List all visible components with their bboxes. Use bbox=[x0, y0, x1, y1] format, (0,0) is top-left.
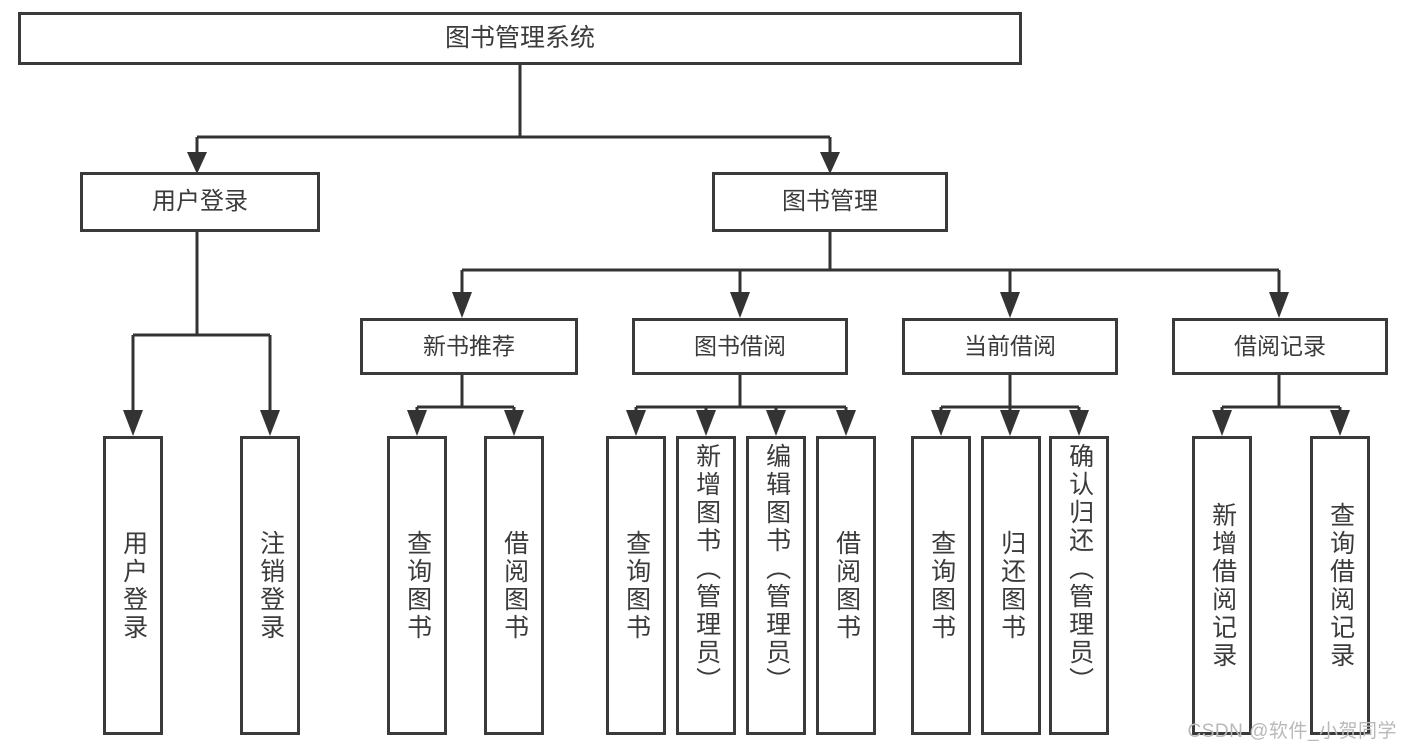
node-leaf-query-book-2-label: 查询图书 bbox=[622, 529, 651, 642]
node-leaf-query-book-3[interactable]: 查询图书 bbox=[911, 436, 971, 735]
node-leaf-borrow-book-1[interactable]: 借阅图书 bbox=[484, 436, 544, 735]
node-leaf-return-book-label: 归还图书 bbox=[997, 529, 1026, 642]
node-new-book-rec-label: 新书推荐 bbox=[423, 333, 515, 360]
node-user-login[interactable]: 用户登录 bbox=[80, 172, 320, 232]
node-leaf-query-record[interactable]: 查询借阅记录 bbox=[1310, 436, 1370, 735]
node-current-borrow-label: 当前借阅 bbox=[964, 333, 1056, 360]
node-leaf-user-logout[interactable]: 注销登录 bbox=[240, 436, 300, 735]
node-leaf-return-book[interactable]: 归还图书 bbox=[981, 436, 1041, 735]
node-leaf-edit-book-label: 编辑图书（管理员） bbox=[762, 443, 791, 695]
node-leaf-borrow-book-2-label: 借阅图书 bbox=[832, 529, 861, 642]
node-leaf-borrow-book-1-label: 借阅图书 bbox=[500, 529, 529, 642]
node-borrow-record-label: 借阅记录 bbox=[1234, 333, 1326, 360]
node-book-manage-label: 图书管理 bbox=[782, 188, 878, 215]
node-book-manage[interactable]: 图书管理 bbox=[712, 172, 948, 232]
node-leaf-confirm-return-label: 确认归还（管理员） bbox=[1065, 443, 1094, 695]
node-leaf-query-book-1[interactable]: 查询图书 bbox=[387, 436, 447, 735]
node-new-book-rec[interactable]: 新书推荐 bbox=[360, 318, 578, 375]
node-leaf-add-book[interactable]: 新增图书（管理员） bbox=[676, 436, 736, 735]
node-leaf-query-record-label: 查询借阅记录 bbox=[1326, 501, 1355, 670]
node-leaf-add-record-label: 新增借阅记录 bbox=[1208, 501, 1237, 670]
node-leaf-add-book-label: 新增图书（管理员） bbox=[692, 443, 721, 695]
node-leaf-user-login[interactable]: 用户登录 bbox=[103, 436, 163, 735]
node-leaf-confirm-return[interactable]: 确认归还（管理员） bbox=[1049, 436, 1109, 735]
node-root[interactable]: 图书管理系统 bbox=[18, 12, 1022, 65]
csdn-watermark: CSDN @软件_小贺同学 bbox=[1187, 721, 1397, 742]
node-user-login-label: 用户登录 bbox=[152, 188, 248, 215]
node-book-borrow-label: 图书借阅 bbox=[694, 333, 786, 360]
node-leaf-add-record[interactable]: 新增借阅记录 bbox=[1192, 436, 1252, 735]
node-leaf-user-login-label: 用户登录 bbox=[119, 529, 148, 642]
node-current-borrow[interactable]: 当前借阅 bbox=[902, 318, 1118, 375]
node-borrow-record[interactable]: 借阅记录 bbox=[1172, 318, 1388, 375]
node-leaf-query-book-1-label: 查询图书 bbox=[403, 529, 432, 642]
node-root-label: 图书管理系统 bbox=[444, 23, 595, 52]
node-leaf-query-book-2[interactable]: 查询图书 bbox=[606, 436, 666, 735]
node-leaf-borrow-book-2[interactable]: 借阅图书 bbox=[816, 436, 876, 735]
node-book-borrow[interactable]: 图书借阅 bbox=[632, 318, 848, 375]
node-leaf-edit-book[interactable]: 编辑图书（管理员） bbox=[746, 436, 806, 735]
node-leaf-query-book-3-label: 查询图书 bbox=[927, 529, 956, 642]
node-leaf-user-logout-label: 注销登录 bbox=[256, 529, 285, 642]
